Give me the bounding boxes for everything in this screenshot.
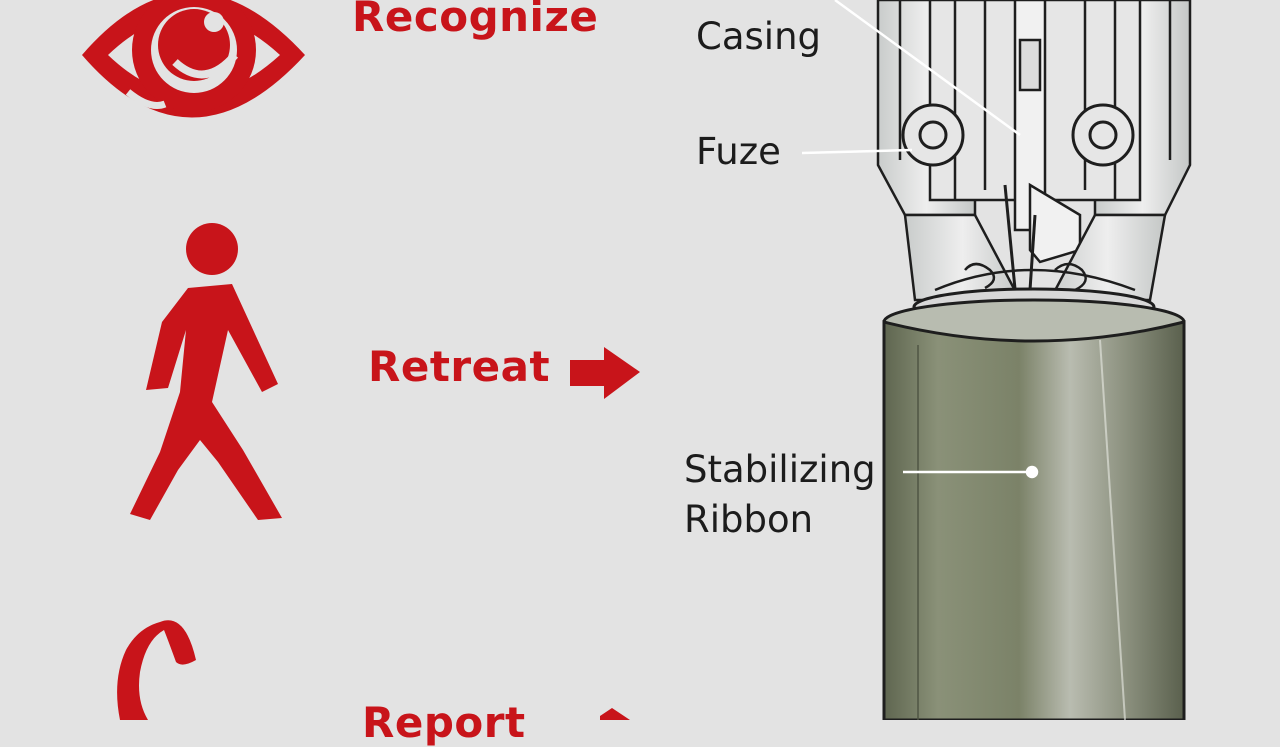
callout-fuze: Fuze [696, 127, 781, 177]
eye-icon [82, 0, 305, 118]
walking-person-icon [130, 223, 282, 520]
callout-fuze-line1: Fuze [696, 130, 781, 173]
fuze-leader-line [801, 148, 913, 155]
callout-metal-casing-line2: Casing [696, 15, 822, 58]
callout-stabilizing-ribbon: Stabilizing Ribbon [684, 445, 876, 545]
callout-ribbon-line2: Ribbon [684, 498, 814, 541]
arrow-right-icon [570, 347, 640, 399]
diagram-canvas [82, 0, 1192, 720]
step-label-retreat: Retreat [368, 342, 551, 391]
callout-lines [801, 0, 1039, 479]
device-illustration [801, 0, 1192, 720]
fuze-assembly [1003, 0, 1082, 321]
step-label-report: Report [362, 698, 526, 747]
step-label-recognize: Recognize [352, 0, 599, 41]
arrow-right-icon-2 [600, 708, 630, 720]
device-body [882, 320, 1186, 720]
callout-ribbon-line1: Stabilizing [684, 448, 876, 491]
body-rim [882, 287, 1186, 346]
side-rings [901, 103, 1135, 167]
callout-metal-casing: Metal Casing [696, 0, 821, 62]
casing-leader-line [834, 0, 1021, 137]
telephone-icon [117, 620, 196, 720]
callout-metal-casing-line1: Metal [696, 0, 821, 12]
